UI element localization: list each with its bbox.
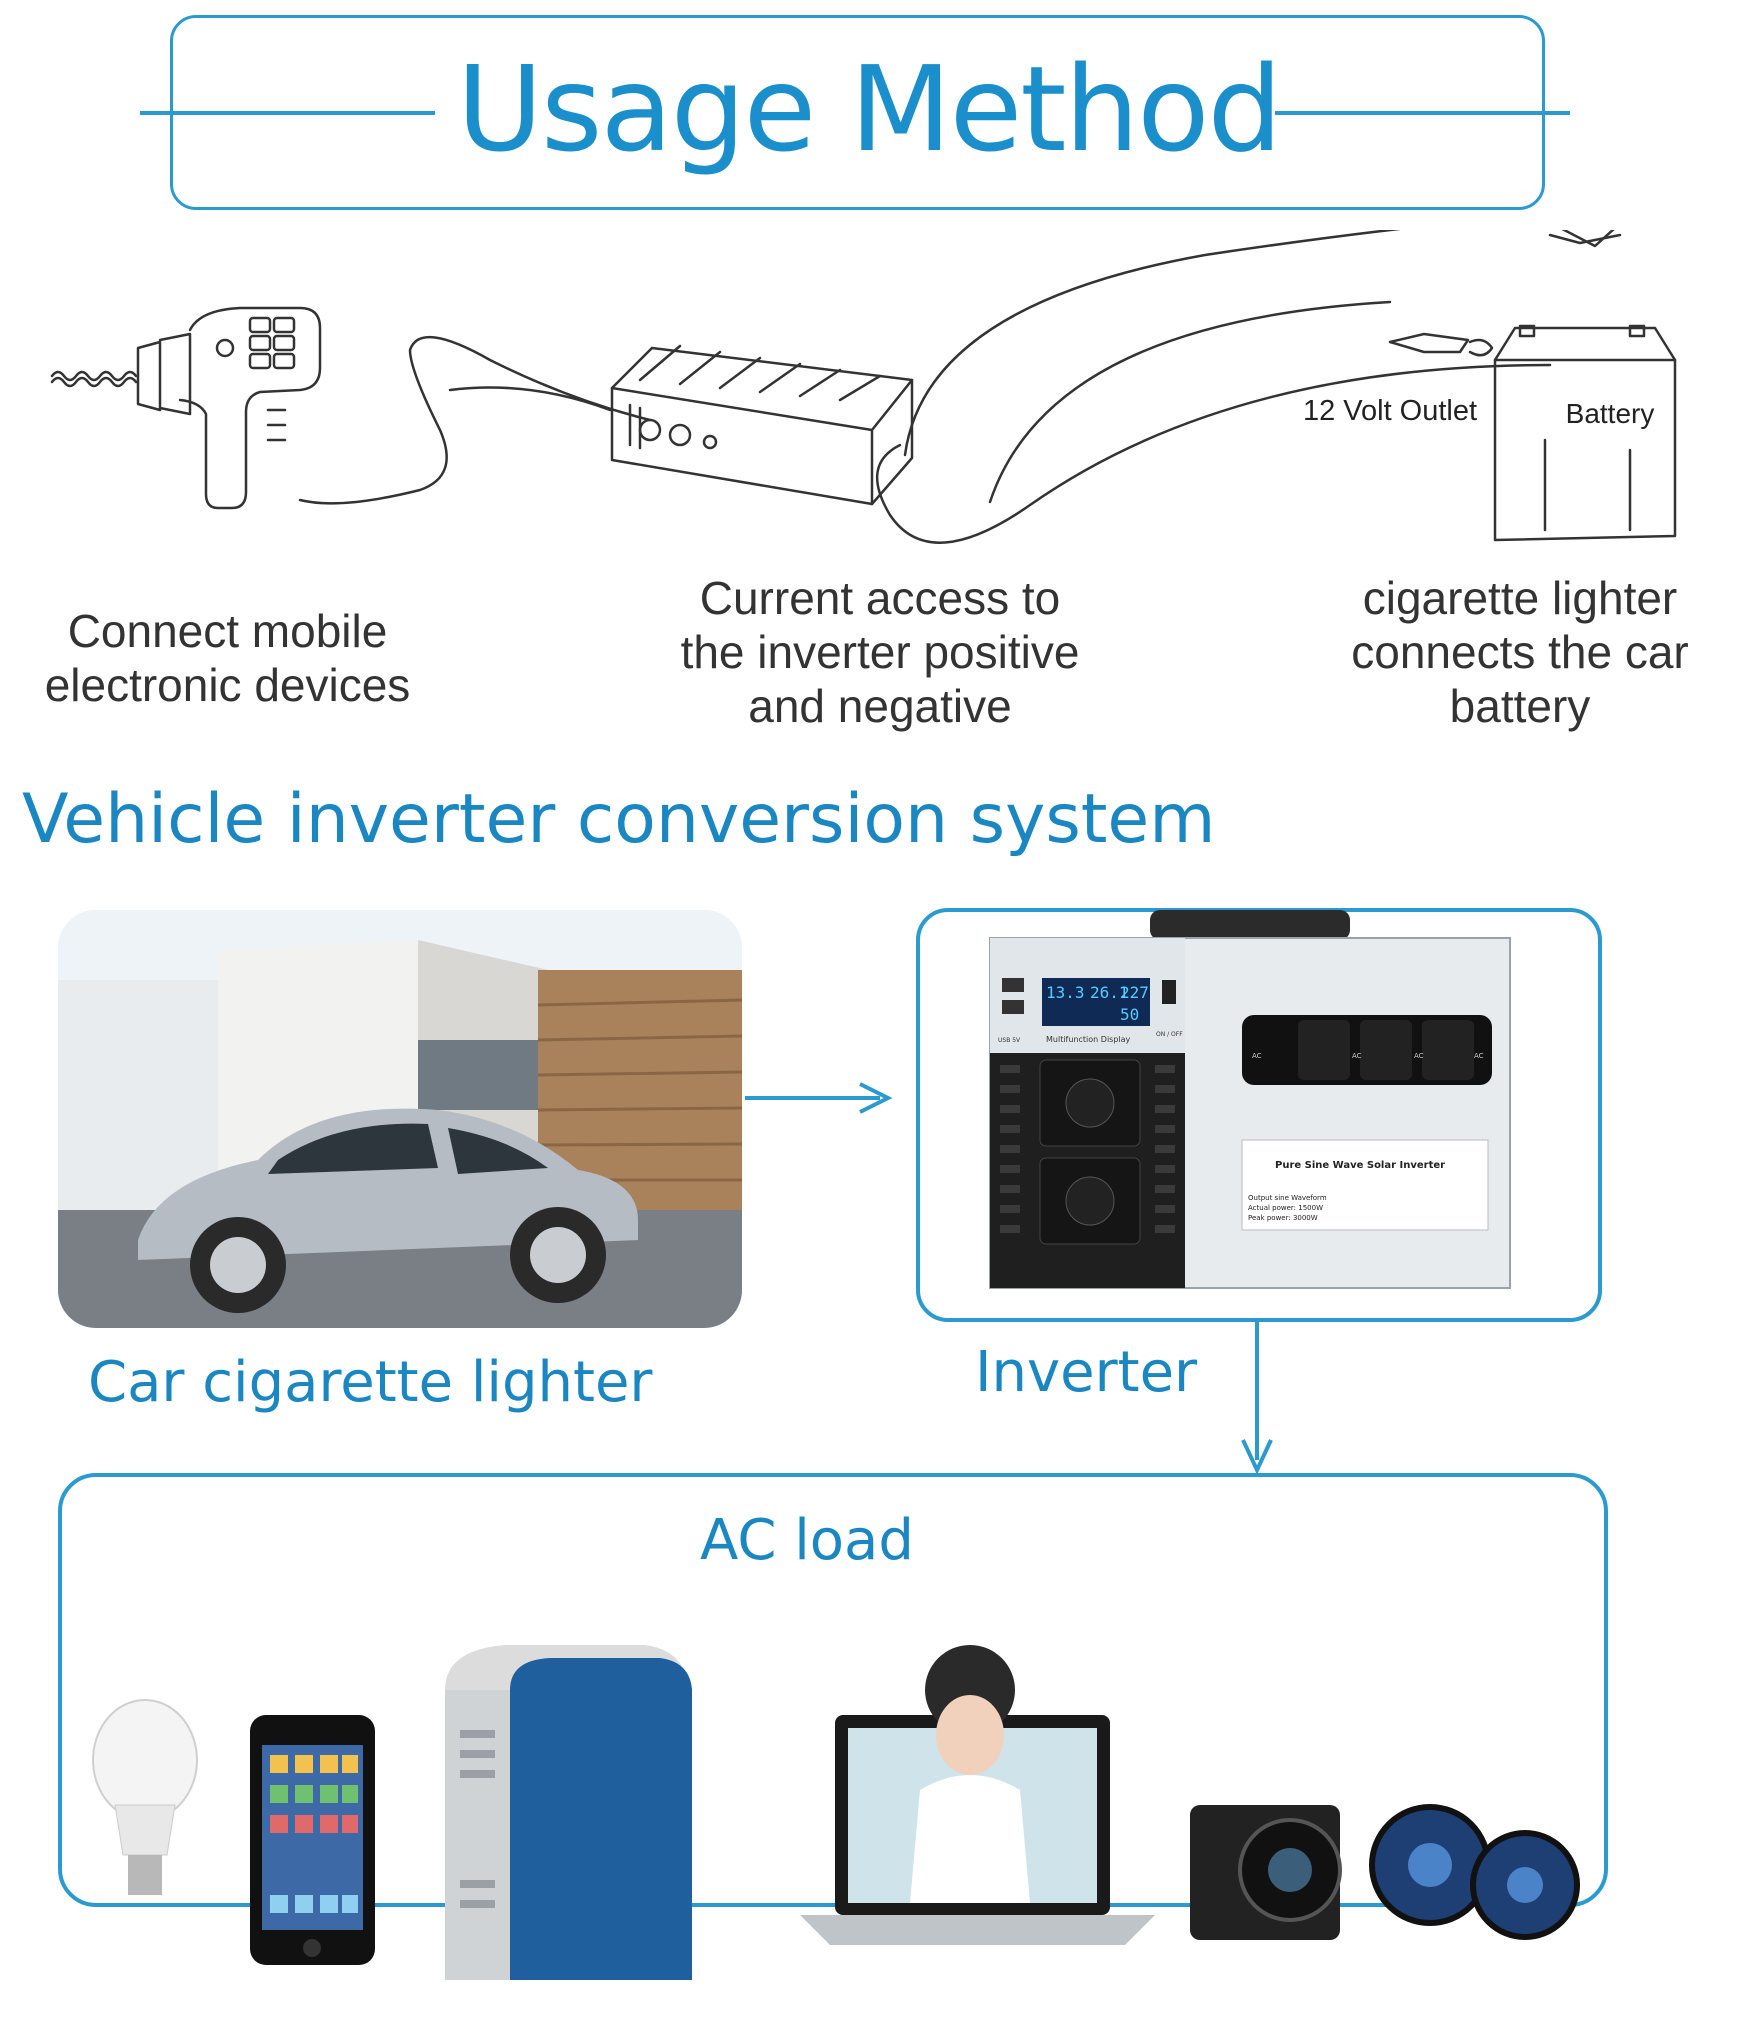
svg-text:227: 227 xyxy=(1120,983,1149,1002)
svg-text:26.1: 26.1 xyxy=(1090,983,1129,1002)
svg-text:AC: AC xyxy=(1474,1052,1484,1060)
car-label: Car cigarette lighter xyxy=(88,1350,653,1415)
svg-text:Peak power: 3000W: Peak power: 3000W xyxy=(1248,1214,1318,1222)
battery-label: Battery xyxy=(1565,398,1655,429)
svg-text:ON / OFF: ON / OFF xyxy=(1156,1031,1183,1038)
page-title: Usage Method xyxy=(456,40,1283,178)
svg-text:50: 50 xyxy=(1120,1005,1139,1024)
smartphone-icon xyxy=(250,1715,375,1965)
battery-icon xyxy=(1493,324,1677,542)
title-rules xyxy=(140,111,1570,115)
speaker-icon xyxy=(1369,1804,1580,1940)
drill-bit-icon xyxy=(50,370,138,388)
small-inverter-icon xyxy=(610,344,914,506)
svg-text:Output sine Waveform: Output sine Waveform xyxy=(1248,1194,1327,1202)
laptop-icon xyxy=(800,1645,1155,1945)
inverter-label: Inverter xyxy=(975,1340,1198,1405)
car-photo xyxy=(58,910,742,1328)
connection-sketch xyxy=(50,230,1677,544)
svg-text:AC: AC xyxy=(1352,1052,1362,1060)
svg-text:Multifunction Display: Multifunction Display xyxy=(1046,1035,1131,1044)
svg-text:AC: AC xyxy=(1414,1052,1424,1060)
light-bulb-icon xyxy=(92,1699,198,1895)
ac-load-label: AC load xyxy=(700,1508,914,1573)
battery-clamp-icon xyxy=(1388,230,1622,357)
camera-icon xyxy=(1190,1805,1342,1940)
svg-text:AC: AC xyxy=(1252,1052,1262,1060)
outlet-label: 12 Volt Outlet xyxy=(1302,395,1478,427)
car-fridge-icon xyxy=(445,1645,692,1980)
system-title: Vehicle inverter conversion system xyxy=(22,780,1216,859)
svg-text:Actual power: 1500W: Actual power: 1500W xyxy=(1248,1204,1323,1212)
inverter-photo: 13.3 26.1 227 50 Multifunction Display U… xyxy=(989,910,1511,1289)
drill-icon xyxy=(136,306,322,510)
svg-text:USB 5V: USB 5V xyxy=(998,1037,1021,1044)
ac-load-devices xyxy=(92,1645,1580,1980)
svg-text:13.3: 13.3 xyxy=(1046,983,1085,1002)
svg-text:Pure Sine Wave Solar Inverter: Pure Sine Wave Solar Inverter xyxy=(1275,1160,1445,1171)
